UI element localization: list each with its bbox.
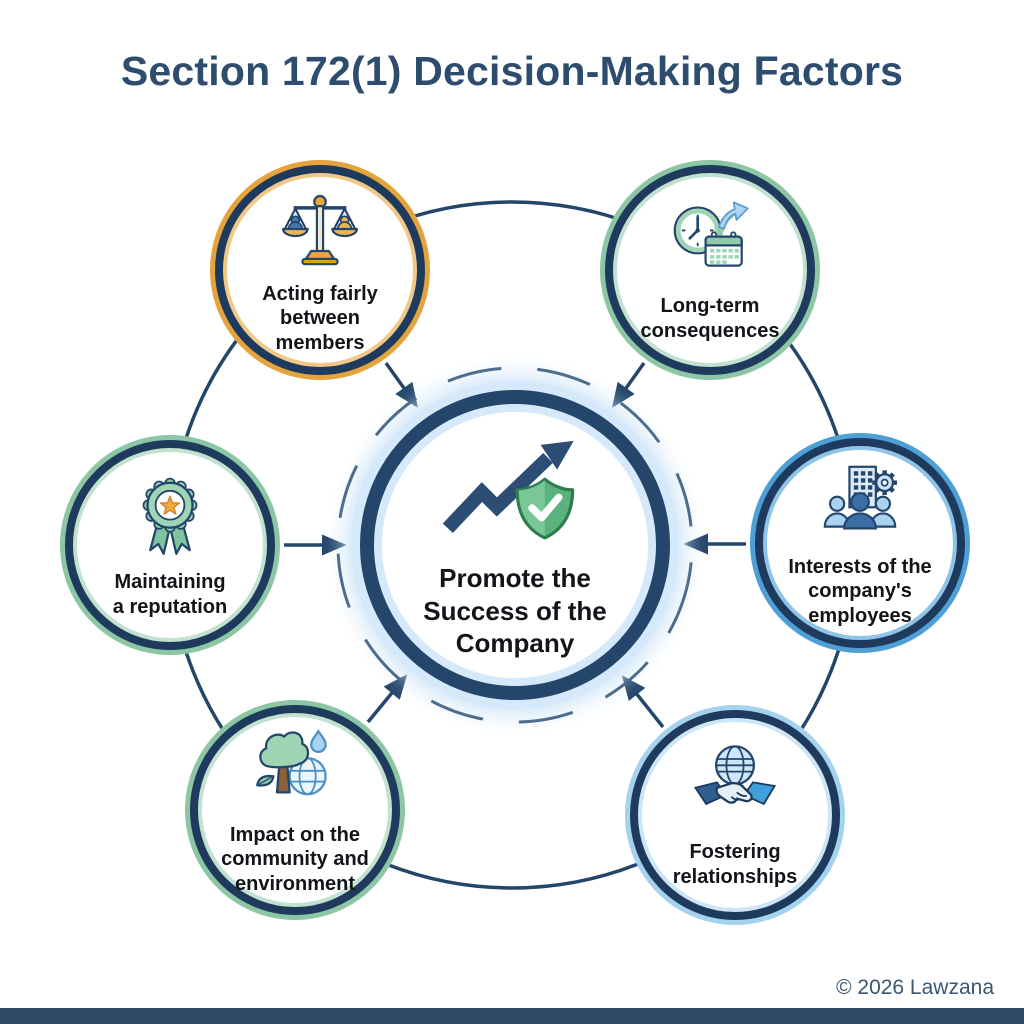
factor-label: Interests of the company's employees (788, 555, 932, 627)
factor-label: Fostering relationships (672, 841, 798, 888)
page-title: Section 172(1) Decision-Making Factors (120, 48, 904, 94)
factor-label: Long-term consequences (640, 295, 780, 342)
factor-label: Maintaining a reputation (112, 571, 228, 618)
arrow-br-to-center (621, 675, 665, 729)
factor-label: Acting fairly between members (262, 282, 378, 354)
center-label: Promote the Success of the Company (423, 563, 607, 659)
clock-calendar-icon (664, 197, 756, 290)
center-circle: Promote the Success of the Company (360, 390, 670, 700)
growth-shield-icon (435, 430, 595, 558)
building-people-gear-icon (814, 458, 906, 551)
factor-circle-long-term: Long-term consequences (605, 165, 815, 375)
balance-scale-icon (274, 185, 366, 278)
arrow-bl-to-center (366, 674, 408, 724)
factor-circle-reputation: Maintaining a reputation (65, 440, 275, 650)
globe-handshake-icon (689, 741, 781, 836)
factor-circle-acting-fairly: Acting fairly between members (215, 165, 425, 375)
factor-circle-employees: Interests of the company's employees (755, 438, 965, 648)
copyright-text: © 2026 Lawzana (836, 976, 994, 999)
factor-circle-relationships: Fostering relationships (630, 710, 840, 920)
arrow-tl-to-center (384, 361, 419, 408)
footer-bar (0, 1008, 1024, 1024)
center-dashed-ring (336, 366, 694, 724)
factor-label: Impact on the community and environment (221, 823, 369, 895)
tree-globe-icon (249, 724, 341, 819)
factor-circle-community: Impact on the community and environment (190, 705, 400, 915)
arrow-tr-to-center (611, 361, 646, 408)
award-ribbon-icon (125, 471, 215, 566)
